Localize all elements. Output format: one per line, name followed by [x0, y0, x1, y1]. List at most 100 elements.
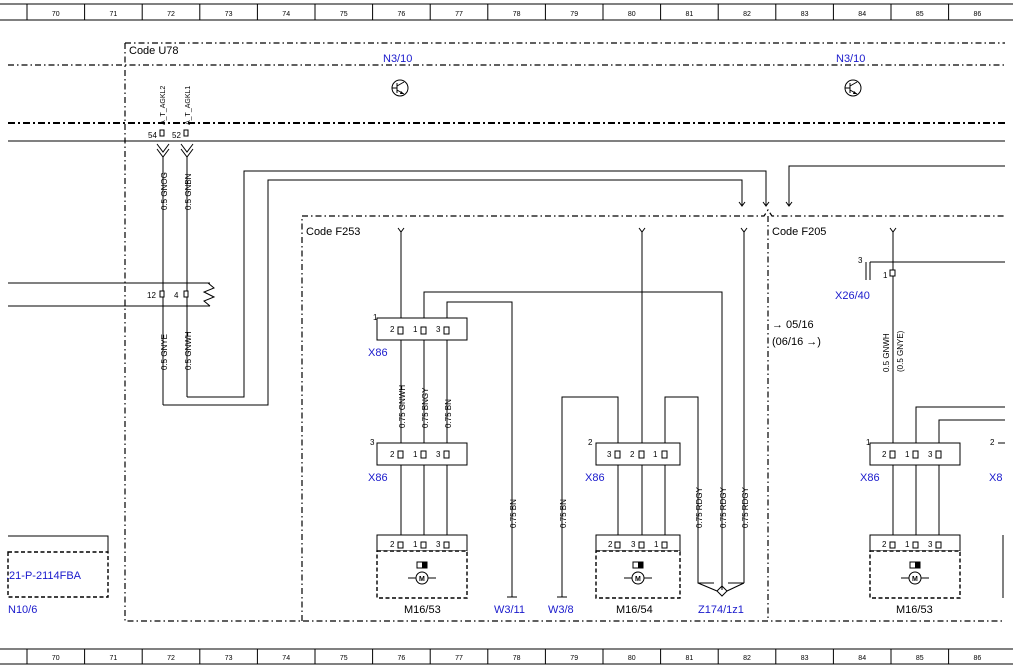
ruler-number: 85 [916, 11, 924, 18]
code-f205-label: Code F205 [772, 226, 826, 238]
x86-right-pin-num: 1 [866, 438, 871, 447]
splice-icon [716, 585, 728, 597]
pin-12 [159, 290, 165, 298]
n3-10-left-label: N3/10 [383, 53, 412, 65]
wire-end-icon [397, 227, 405, 233]
pin-54 [159, 129, 165, 137]
wire-end-icon [785, 201, 793, 207]
x86-center-connector [595, 442, 681, 466]
x26-40-pin-3: 3 [858, 256, 863, 265]
x86-mid-left-pin-2: 2 [390, 450, 395, 459]
wire-label-gnye: 0.5 GNYE [160, 334, 169, 370]
ruler-number: 74 [282, 11, 290, 18]
date-to: (06/16 →) [772, 336, 821, 348]
pin [638, 450, 645, 459]
wire-end-icon [738, 201, 746, 207]
wire-label-gnwh-right: 0.5 GNWH [882, 333, 891, 372]
ruler-number: 80 [628, 11, 636, 18]
splice-wire [697, 582, 718, 592]
pin-54-label: 54 [148, 131, 157, 140]
pin [912, 450, 919, 459]
pin [420, 326, 427, 335]
ruler-number: 80 [628, 655, 636, 662]
ruler-number: 73 [225, 655, 233, 662]
wire-label-bngy: 0.75 BNGY [421, 387, 430, 428]
code-f253-label: Code F253 [306, 226, 360, 238]
m16-53-left-pin-3: 3 [436, 540, 441, 549]
ruler-number: 76 [398, 11, 406, 18]
splice-wire [726, 582, 745, 592]
ruler-number: 78 [513, 11, 521, 18]
code-f253-border [301, 208, 1005, 621]
ruler-number: 85 [916, 655, 924, 662]
connector-arrow-icon [180, 143, 194, 158]
ruler-number: 72 [167, 11, 175, 18]
ruler-number: 83 [801, 655, 809, 662]
code-u78-label: Code U78 [129, 45, 179, 57]
pin [935, 541, 942, 549]
motor-icon: M [901, 561, 929, 585]
ruler-number: 79 [570, 11, 578, 18]
ruler-number: 82 [743, 655, 751, 662]
transistor-icon [844, 79, 862, 97]
m16-54-label: M16/54 [616, 604, 653, 616]
wire-loop-outer [163, 179, 743, 406]
pin [889, 269, 896, 277]
ruler-number: 77 [455, 655, 463, 662]
wire-f205-pin1 [915, 406, 1005, 545]
pin [443, 326, 450, 335]
m16-53-left-label: M16/53 [404, 604, 441, 616]
x86-mid-left-pin-num: 3 [370, 438, 375, 447]
ruler-number: 78 [513, 655, 521, 662]
ruler-number: 79 [570, 655, 578, 662]
x86-mid-left-pin-3: 3 [436, 450, 441, 459]
left-fragment-box [7, 551, 109, 598]
pin [614, 541, 621, 549]
date-from: → 05/16 [772, 319, 814, 331]
m16-54-pin-1: 1 [654, 540, 659, 549]
motor-icon: M [624, 561, 652, 585]
x86-mid-left-pin-1: 1 [413, 450, 418, 459]
m16-53-right-pin-2: 2 [882, 540, 887, 549]
x86-center-label: X86 [585, 472, 605, 484]
wire-f205-pin3 [938, 419, 1005, 545]
pin [889, 450, 896, 459]
ruler-number: 72 [167, 655, 175, 662]
x86-right-pin-3: 3 [928, 450, 933, 459]
ruler-number: 70 [52, 11, 60, 18]
pin [935, 450, 942, 459]
svg-text:M: M [635, 576, 641, 583]
wire-label-gnog: 0.5 GNOG [160, 172, 169, 210]
wire-label-bn-w3-11: 0.75 BN [509, 499, 518, 528]
pin [420, 450, 427, 459]
pin [397, 450, 404, 459]
x26-40-label: X26/40 [835, 290, 870, 302]
pin [614, 450, 621, 459]
pin [397, 541, 404, 549]
wire-bngy [423, 291, 723, 590]
x86-top-pin-2: 2 [390, 325, 395, 334]
m16-54-pin-3: 3 [631, 540, 636, 549]
svg-text:M: M [912, 576, 918, 583]
left-fragment-wire [8, 535, 109, 552]
x86-right-cut-label: X8 [989, 472, 1002, 484]
x86-top-pin-num: 1 [373, 313, 378, 322]
ruler-number: 86 [974, 11, 982, 18]
pin-4 [183, 290, 189, 298]
x26-40-pin-1: 1 [883, 271, 888, 280]
pin [912, 541, 919, 549]
ruler-number: 86 [974, 655, 982, 662]
wire-label-rdgy-3: 0.75 RDGY [741, 486, 750, 528]
wire-loop-inner [187, 170, 767, 398]
wire-label-gnye-right: (0.5 GNYE) [896, 330, 905, 372]
ruler-number: 76 [398, 655, 406, 662]
ruler-number: 81 [686, 11, 694, 18]
wire-label-gnwh-075: 0.75 GNWH [398, 385, 407, 428]
m16-54-pin-2: 2 [608, 540, 613, 549]
ruler-number: 83 [801, 11, 809, 18]
m16-53-right-pin-3: 3 [928, 540, 933, 549]
wire-end-icon [762, 201, 770, 207]
signal-label-agkl1: A_T_AGKL1 [185, 86, 192, 125]
harness-break-icon [202, 282, 216, 307]
